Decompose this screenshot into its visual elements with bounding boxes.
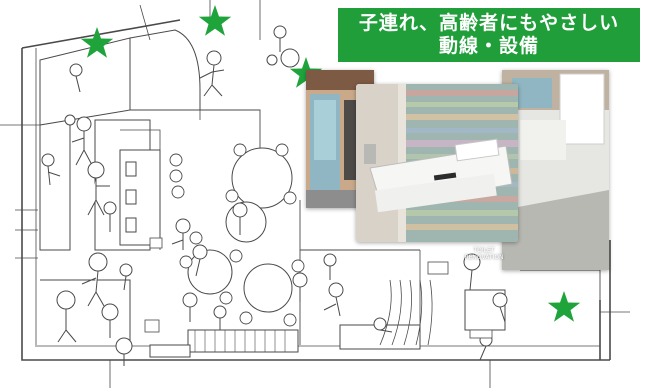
- restroom-photo: [502, 70, 609, 270]
- chairs: [169, 143, 305, 327]
- feature-banner: 子連れ、高齢者にもやさしい 動線・設備: [338, 8, 640, 62]
- photo-brand-line-2: RENOVATION: [464, 254, 504, 261]
- star-icon: [80, 27, 114, 58]
- photo-brand-mark: TOILET RENOVATION: [448, 247, 520, 271]
- banner-line-2: 動線・設備: [438, 35, 539, 57]
- people-sketches: [41, 25, 508, 366]
- banner-line-1: 子連れ、高齢者にもやさしい: [358, 12, 620, 34]
- baby-changing-table-photo: [356, 84, 518, 242]
- photo-brand-line-1: TOILET: [473, 247, 495, 254]
- stairs: [379, 279, 433, 346]
- small-items: [144, 237, 493, 339]
- star-icon: [198, 5, 232, 36]
- callout-lines: [0, 100, 630, 388]
- star-icon: [547, 291, 581, 322]
- round-tables: [187, 147, 293, 313]
